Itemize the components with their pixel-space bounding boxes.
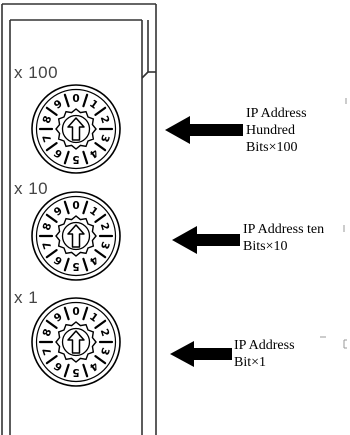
- dial-tick: [82, 363, 89, 378]
- dial-digit: 3: [98, 240, 112, 251]
- dial-inner-ring: [35, 301, 117, 383]
- dial-tick: [63, 257, 70, 272]
- stray-marks: [320, 98, 347, 349]
- dial-digit: 7: [41, 346, 55, 357]
- dial-tick: [94, 142, 107, 152]
- dial-tick: [82, 200, 89, 215]
- dial-digit: 0: [72, 306, 79, 318]
- arrow-up-icon: [67, 330, 85, 354]
- callout-arrow-x1: [170, 341, 232, 367]
- dial-digit: 0: [72, 93, 79, 105]
- device-panel: [1, 3, 157, 435]
- dial-inner-ring: [35, 88, 117, 170]
- multiplier-label-x100: x 100: [14, 63, 59, 82]
- dial-digit: 5: [72, 366, 79, 378]
- dial-digit: 2: [98, 327, 112, 338]
- arrow-up-icon: [67, 117, 85, 141]
- dial-tick: [45, 213, 58, 223]
- callout-arrow-x10: [172, 226, 240, 254]
- dial-digit: 8: [41, 221, 55, 232]
- dial-tick: [45, 249, 58, 259]
- callout-text-x1: IP Address Bit×1: [234, 338, 295, 370]
- dial-digit: 3: [98, 133, 112, 144]
- arrow-up-icon: [67, 224, 85, 248]
- dial-digit: 0: [72, 200, 79, 212]
- dial-digit: 2: [98, 114, 112, 125]
- dial-digit: 5: [72, 260, 79, 272]
- dial-tick: [82, 93, 89, 108]
- dial-tick: [45, 319, 58, 329]
- dial-digit: 5: [72, 153, 79, 165]
- dial-tick: [94, 249, 107, 259]
- dial-tick: [94, 106, 107, 116]
- multiplier-label-x1: x 1: [14, 288, 39, 307]
- dial-tick: [82, 257, 89, 272]
- dial-inner-ring: [35, 195, 117, 277]
- callout-text-x100: IP Address Hundred Bits×100: [246, 106, 307, 155]
- dial-digit: 7: [41, 133, 55, 144]
- dial-tick: [63, 150, 70, 165]
- dial-tick: [45, 355, 58, 365]
- dial-tick: [82, 306, 89, 321]
- dial-digit: 2: [98, 221, 112, 232]
- dial-digit: 8: [41, 114, 55, 125]
- dial-digit: 8: [41, 327, 55, 338]
- callout-arrow-x100: [165, 116, 243, 144]
- dial-tick: [63, 306, 70, 321]
- dial-tick: [63, 93, 70, 108]
- dial-tick: [94, 319, 107, 329]
- dial-tick: [45, 106, 58, 116]
- dial-tick: [82, 150, 89, 165]
- multiplier-label-x10: x 10: [14, 179, 49, 198]
- dial-tick: [63, 363, 70, 378]
- dial-tick: [94, 213, 107, 223]
- dial-tick: [63, 200, 70, 215]
- dial-tick: [45, 142, 58, 152]
- dial-digit: 7: [41, 240, 55, 251]
- dial-tick: [94, 355, 107, 365]
- dial-digit: 3: [98, 346, 112, 357]
- callout-text-x10: IP Address ten Bits×10: [243, 222, 325, 254]
